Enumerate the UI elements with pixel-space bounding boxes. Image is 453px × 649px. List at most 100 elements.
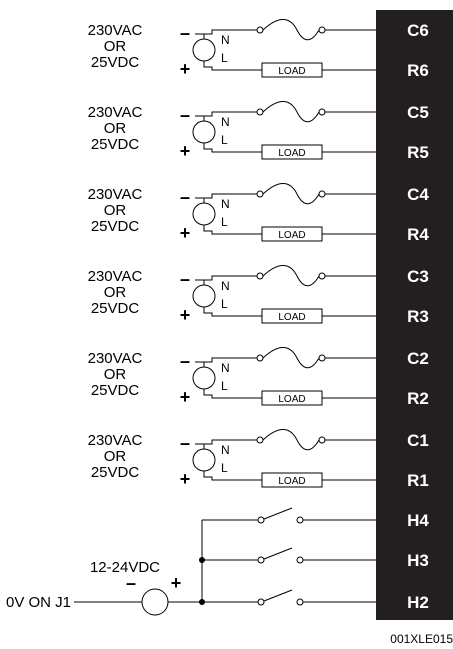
power-source-circle (192, 284, 216, 308)
fuse-symbol (262, 347, 320, 369)
supply-voltage-label: 230VAC (88, 350, 143, 367)
line-label: L (221, 215, 228, 229)
line-label: L (221, 297, 228, 311)
load-label: LOAD (278, 230, 305, 241)
terminal-c6: C6 (407, 21, 429, 40)
terminal-c4: C4 (407, 185, 429, 204)
supply-dc-label: 25VDC (91, 464, 140, 481)
plus-sign: + (180, 305, 191, 325)
supply-voltage-label: 230VAC (88, 432, 143, 449)
fuse-terminal-left (256, 26, 264, 34)
supply-dc-label: 25VDC (91, 218, 140, 235)
power-source-circle (192, 448, 216, 472)
neutral-label: N (221, 115, 230, 129)
fuse-terminal-right (318, 354, 326, 362)
fuse-terminal-right (318, 108, 326, 116)
fuse-terminal-left (256, 354, 264, 362)
terminal-c3: C3 (407, 267, 429, 286)
power-source-circle (192, 38, 216, 62)
minus-sign: – (180, 105, 190, 125)
terminal-h2: H2 (407, 593, 429, 612)
supply-dc-label: 25VDC (91, 300, 140, 317)
plus-sign: + (180, 469, 191, 489)
fuse-symbol (262, 429, 320, 451)
terminal-r2: R2 (407, 389, 429, 408)
plus-sign: + (180, 141, 191, 161)
terminal-r1: R1 (407, 471, 429, 490)
supply-dc-label: 25VDC (91, 382, 140, 399)
fuse-symbol (262, 183, 320, 205)
neutral-label: N (221, 33, 230, 47)
supply-or-label: OR (104, 448, 127, 465)
load-label: LOAD (278, 66, 305, 77)
fuse-terminal-left (256, 272, 264, 280)
fuse-terminal-right (318, 190, 326, 198)
line-label: L (221, 379, 228, 393)
fuse-terminal-right (318, 272, 326, 280)
fuse-terminal-right (318, 26, 326, 34)
terminal-r5: R5 (407, 143, 429, 162)
supply-or-label: OR (104, 202, 127, 219)
terminal-r3: R3 (407, 307, 429, 326)
neutral-label: N (221, 361, 230, 375)
switch-contact (296, 556, 304, 564)
relay-output-circuits: 230VACOR25VDC–+LOADNLC6R6230VACOR25VDC–+… (88, 19, 429, 490)
plus-sign: + (171, 573, 182, 593)
switch-blade (263, 589, 293, 602)
switch-contact (257, 556, 265, 564)
terminal-h3: H3 (407, 551, 429, 570)
input-circuit-h4: H4 (202, 507, 429, 530)
fuse-terminal-right (318, 436, 326, 444)
terminal-c5: C5 (407, 103, 429, 122)
minus-sign: – (180, 23, 190, 43)
switch-blade (263, 507, 293, 520)
supply-voltage-label: 230VAC (88, 104, 143, 121)
input-dc-supply: 12-24VDC– +0V ON J1 (6, 559, 202, 616)
neutral-label: N (221, 443, 230, 457)
supply-or-label: OR (104, 38, 127, 55)
line-label: L (221, 461, 228, 475)
supply-or-label: OR (104, 284, 127, 301)
supply-or-label: OR (104, 120, 127, 137)
line-label: L (221, 133, 228, 147)
fuse-symbol (262, 19, 320, 41)
terminal-r4: R4 (407, 225, 429, 244)
supply-dc-label: 25VDC (91, 136, 140, 153)
power-source-circle (192, 202, 216, 226)
switch-contact (296, 598, 304, 606)
ground-reference-label: 0V ON J1 (6, 594, 71, 611)
input-supply-label: 12-24VDC (90, 559, 160, 576)
plus-sign: + (180, 59, 191, 79)
terminal-c2: C2 (407, 349, 429, 368)
load-label: LOAD (278, 476, 305, 487)
drawing-code: 001XLE015 (390, 632, 453, 646)
fuse-terminal-left (256, 436, 264, 444)
load-label: LOAD (278, 312, 305, 323)
plus-sign: + (180, 387, 191, 407)
supply-or-label: OR (104, 366, 127, 383)
fuse-terminal-left (256, 108, 264, 116)
switch-blade (263, 547, 293, 560)
power-source-circle (192, 120, 216, 144)
power-source-circle (192, 366, 216, 390)
terminal-h4: H4 (407, 511, 429, 530)
minus-sign: – (180, 351, 190, 371)
minus-sign: – (180, 433, 190, 453)
terminal-strip (376, 10, 453, 620)
input-circuit-h3: H3 (202, 547, 429, 570)
neutral-label: N (221, 197, 230, 211)
supply-voltage-label: 230VAC (88, 22, 143, 39)
minus-sign: – (180, 187, 190, 207)
minus-sign: – (126, 573, 136, 593)
supply-voltage-label: 230VAC (88, 186, 143, 203)
plus-sign: + (180, 223, 191, 243)
switch-contact (257, 598, 265, 606)
terminal-r6: R6 (407, 61, 429, 80)
